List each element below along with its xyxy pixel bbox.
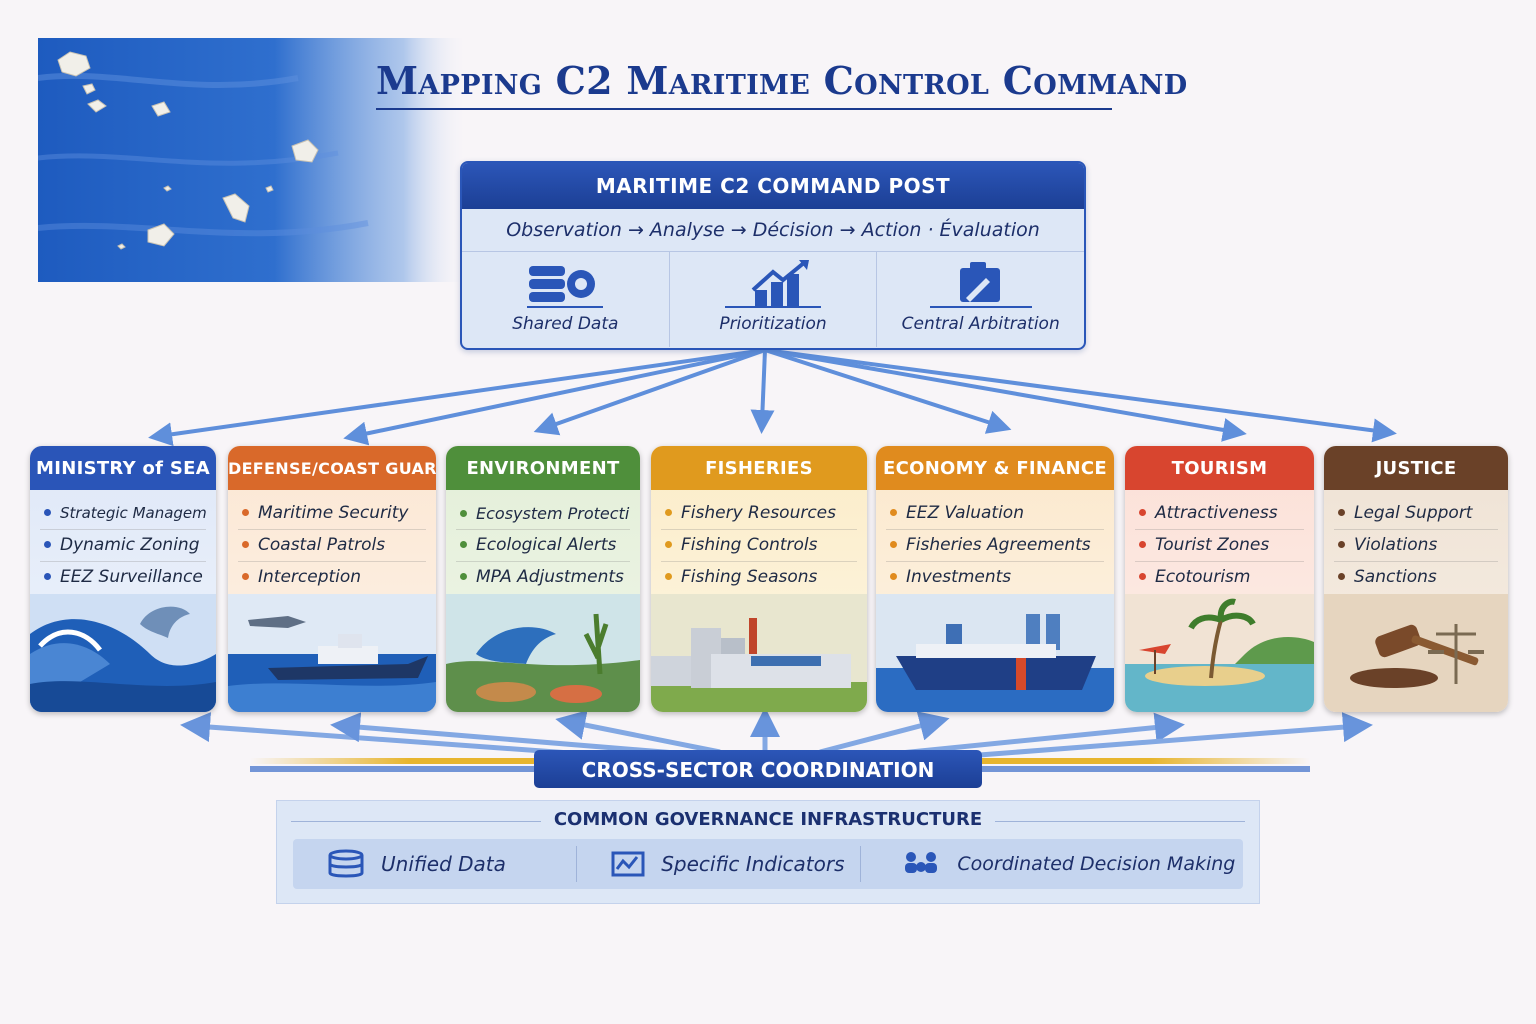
decision-cycle-text: Observation → Analyse → Décision → Actio… [462,209,1084,252]
sector-card-ministry-of-sea: MINISTRY of SEA Strategic Management Dyn… [30,446,216,712]
sector-item: Interception [238,562,426,593]
page-title: Mapping C2 Maritime Control Command [376,58,1188,103]
specific-indicators-label: Specific Indicators [661,852,845,876]
sector-title: ENVIRONMENT [446,446,640,490]
sector-card-defense-coast-guard: DEFENSE/COAST GUARD Maritime Security Co… [228,446,436,712]
database-icon [328,849,364,878]
command-post-panel: MARITIME C2 COMMAND POST Observation → A… [460,161,1086,350]
arrow-to-economy [764,348,1012,434]
wave-dolphin-illustration [30,594,216,712]
prioritization-label: Prioritization [719,314,827,334]
sector-title: DEFENSE/COAST GUARD [228,446,436,490]
prioritization-item: Prioritization [668,252,877,347]
sector-item: Fishing Seasons [661,562,857,593]
cross-sector-coordination-bar: CROSS-SECTOR COORDINATION [534,750,982,788]
sector-title: FISHERIES [651,446,867,490]
sector-item: Sanctions [1334,562,1498,593]
coordinated-decision-making-item: Coordinated Decision Making [861,839,1243,889]
arrow-to-justice [764,348,1397,443]
sector-item: Ecological Alerts [456,530,630,562]
sector-item: MPA Adjustments [456,562,630,593]
database-gear-icon [527,266,604,308]
arrow-to-environment [533,348,766,436]
chart-board-icon [611,851,645,877]
people-network-icon [905,852,938,873]
shared-data-item: Shared Data [462,252,669,347]
arrow-to-tourism [764,348,1247,442]
central-arbitration-label: Central Arbitration [901,314,1060,334]
gavel-scales-illustration [1324,594,1508,712]
sector-card-fisheries: FISHERIES Fishery Resources Fishing Cont… [651,446,867,712]
unified-data-item: Unified Data [293,839,576,889]
sector-item: Fishery Resources [661,498,857,530]
sector-title: ECONOMY & FINANCE [876,446,1114,490]
beach-palm-illustration [1125,594,1314,712]
coordinated-decision-making-label: Coordinated Decision Making [957,853,1236,875]
sector-item: Violations [1334,530,1498,562]
sector-card-justice: JUSTICE Legal Support Violations Sanctio… [1324,446,1508,712]
sector-title: JUSTICE [1324,446,1508,490]
sector-card-economy-finance: ECONOMY & FINANCE EEZ Valuation Fisherie… [876,446,1114,712]
divider [576,846,578,882]
dolphin-reef-illustration [446,594,640,712]
divider [291,821,541,822]
sector-item: Attractiveness [1135,498,1304,530]
sector-item: Tourist Zones [1135,530,1304,562]
governance-infrastructure-panel: COMMON GOVERNANCE INFRASTRUCTURE Unified… [276,800,1260,904]
divider [860,846,862,882]
processing-plant-illustration [651,594,867,712]
sector-item: Ecosystem Protection [456,498,630,530]
specific-indicators-item: Specific Indicators [577,839,860,889]
arrow-to-ministry [148,348,766,447]
unified-data-label: Unified Data [381,852,506,876]
divider [995,821,1245,822]
sector-title: TOURISM [1125,446,1314,490]
rising-bars-icon [725,260,821,308]
title-underline [376,108,1112,110]
sector-item: Dynamic Zoning [40,530,206,562]
document-pen-icon [929,262,1032,308]
sector-item: Strategic Management [40,498,206,530]
sector-title: MINISTRY of SEA [30,446,216,490]
sector-item: Maritime Security [238,498,426,530]
arrow-to-fisheries [750,349,775,434]
sea-map-illustration [38,38,468,282]
sector-item: EEZ Valuation [886,498,1104,530]
central-arbitration-item: Central Arbitration [876,252,1084,347]
cargo-ship-illustration [876,594,1114,712]
arrow-to-defense [343,348,766,446]
sector-item: Ecotourism [1135,562,1304,593]
governance-title: COMMON GOVERNANCE INFRASTRUCTURE [553,809,983,830]
sector-item: Coastal Patrols [238,530,426,562]
sector-item: EEZ Surveillance [40,562,206,593]
sector-card-environment: ENVIRONMENT Ecosystem Protection Ecologi… [446,446,640,712]
sector-card-tourism: TOURISM Attractiveness Tourist Zones Eco… [1125,446,1314,712]
sector-item: Legal Support [1334,498,1498,530]
sector-item: Fisheries Agreements [886,530,1104,562]
sector-item: Fishing Controls [661,530,857,562]
shared-data-label: Shared Data [512,314,619,334]
sector-item: Investments [886,562,1104,593]
patrol-boat-illustration [228,594,436,712]
command-post-title: MARITIME C2 COMMAND POST [462,163,1084,209]
